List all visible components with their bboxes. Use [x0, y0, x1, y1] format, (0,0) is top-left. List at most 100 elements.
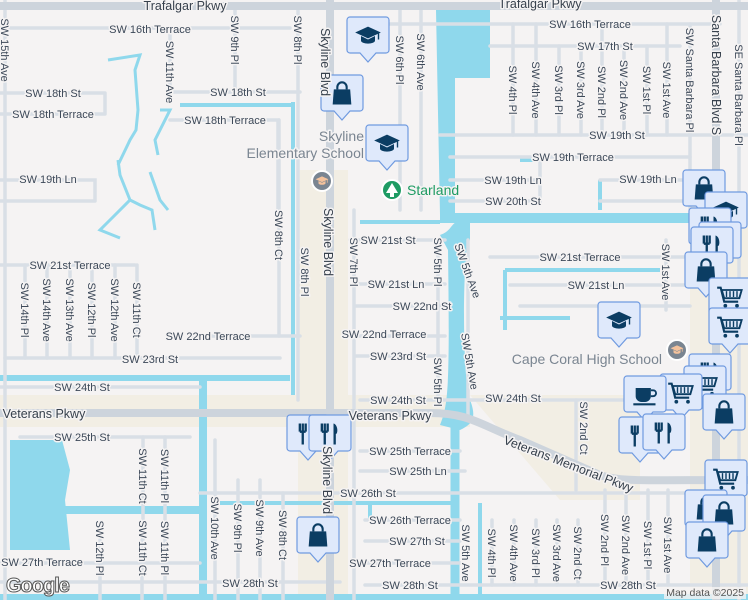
street-label: SW 8th Ct [272, 210, 284, 260]
street-label: SW 18th St [210, 87, 266, 99]
street-label: SW 20th St [485, 196, 541, 208]
street-label: SW 3rd Pl [529, 528, 541, 578]
cape-coral-hs-label[interactable]: Cape Coral High School [510, 350, 663, 369]
school-marker[interactable] [365, 124, 409, 171]
street-label: SW 9th Pl [228, 16, 240, 65]
school-marker[interactable] [597, 301, 641, 348]
street-label: SW 1st Ave [659, 244, 671, 301]
street-label: SW 1st Ave [660, 62, 672, 119]
street-label: SW 23rd St [370, 351, 426, 363]
street-label: SW 17th St [577, 41, 633, 53]
street-label: SW 5th Pl [431, 238, 443, 287]
street-label: SW 28th St [382, 580, 438, 592]
street-label: SW 19th Terrace [532, 152, 614, 164]
street-label: SW 6th Pl [393, 36, 405, 85]
street-label: SW 19th Ln [619, 174, 676, 186]
street-label: SW 11th Pl [158, 449, 170, 503]
school-poi-icon[interactable] [666, 339, 688, 361]
street-label: SW 21st Terrace [29, 260, 110, 272]
street-label: SW 9th Ave [253, 499, 265, 556]
street-label: SW 26th Terrace [369, 515, 451, 527]
shopping-marker[interactable] [320, 74, 364, 121]
street-label: SW 7th Pl [347, 238, 359, 287]
street-label: Santa Barbara Blvd S [709, 15, 723, 135]
skyline-school-label[interactable]: Elementary School [245, 144, 366, 163]
street-label: SW 24th St [54, 382, 110, 394]
street-label: SW 24th St [485, 393, 541, 405]
street-label: SW 12th Pl [93, 520, 105, 575]
street-label: SW 4th Pl [506, 66, 518, 115]
cart-marker[interactable] [708, 307, 748, 354]
school-marker[interactable] [346, 16, 390, 63]
street-label: SW 22nd Terrace [342, 329, 427, 341]
street-label: SW 25th Ln [389, 466, 446, 478]
street-label: Skyline Blvd [320, 446, 334, 514]
google-logo: Google [6, 575, 71, 598]
marker-pin[interactable] [308, 414, 352, 461]
street-label: SW 18th Terrace [184, 115, 266, 127]
street-label: SW 2nd Ave [617, 60, 629, 120]
street-label: SW 22nd Terrace [166, 331, 251, 343]
park-poi-icon[interactable] [381, 179, 403, 201]
street-label: SW 5th Ave [459, 524, 471, 581]
poi-labels: Skyline Elementary School Starland Cape … [245, 127, 688, 369]
map-attribution[interactable]: Map data ©2025 [664, 587, 746, 599]
street-label: SW 14th Pl [18, 282, 30, 337]
street-label: SW 12th Pl [85, 282, 97, 337]
street-label: SW 21st Ln [568, 280, 625, 292]
street-label: SW 2nd Pl [598, 514, 610, 566]
street-label: Trafalgar Pkwy [144, 0, 228, 13]
street-label: SW 16th Terrace [109, 24, 191, 36]
street-label: SW 23rd St [122, 354, 178, 366]
street-label: SW 2nd Ct [577, 401, 589, 454]
street-label: SW 21st St [360, 235, 415, 247]
street-label: SW 13th Ave [63, 278, 75, 341]
shopping-marker[interactable] [702, 393, 746, 440]
starland-label[interactable]: Starland [406, 181, 461, 200]
street-label: SW 27th St [389, 536, 445, 548]
restaurant-marker[interactable] [308, 414, 352, 461]
street-label: SW 27th Terrace [1, 557, 83, 569]
street-label: SW 11th Ave [163, 41, 175, 104]
street-label: SW 1st Ave [661, 517, 673, 574]
street-label: SW 1st Pl [640, 66, 652, 114]
street-label: SW 27th Terrace [349, 558, 431, 570]
street-label: SW 24th St [370, 395, 426, 407]
street-label: SW 9th Pl [231, 504, 243, 553]
street-label: SW 1st Pl [641, 521, 653, 569]
street-label: SW 8th Pl [291, 16, 303, 65]
street-label: SW 18th Terrace [12, 109, 94, 121]
street-label: SW 11th Ct [136, 448, 148, 503]
street-label: SW 4th Ave [507, 524, 519, 581]
street-label: SW 21st Terrace [539, 252, 620, 264]
street-label: SW 4th Ave [529, 61, 541, 118]
restaurant-marker[interactable] [642, 413, 686, 460]
street-label: SE Santa Barbara Pl [732, 44, 744, 146]
street-label: SW 22nd St [393, 301, 452, 313]
street-label: SW 18th St [25, 88, 81, 100]
street-label: SW 8th Pl [298, 248, 310, 297]
street-label: SW 28th St [600, 580, 656, 592]
skyline-school-label[interactable]: Skyline [317, 127, 365, 146]
street-label: SW 11th Pl [158, 521, 170, 575]
street-label: SW 16th Terrace [549, 19, 631, 31]
street-label: SW 4th Pl [485, 529, 497, 578]
street-label: SW 8th Ct [276, 510, 288, 560]
street-label: SW 26th St [340, 488, 396, 500]
marker-pin[interactable] [642, 413, 686, 460]
street-label: Skyline Blvd [321, 208, 335, 276]
school-poi-icon[interactable] [311, 170, 333, 192]
shopping-marker[interactable] [685, 521, 729, 568]
street-label: SW 21st Ln [368, 279, 425, 291]
street-label: SW 11th Ct [136, 520, 148, 575]
street-label: SW 28th St [222, 578, 278, 590]
street-label: SW 25th Terrace [369, 446, 451, 458]
street-label: SW 3rd Ave [574, 61, 586, 119]
street-label: SW 2nd Pl [595, 66, 607, 118]
street-label: Skyline Blvd [318, 28, 332, 96]
shopping-marker[interactable] [296, 516, 340, 563]
poi-markers [286, 16, 748, 568]
street-label: SW 19th St [589, 130, 645, 142]
street-label: Veterans Pkwy [3, 407, 86, 421]
